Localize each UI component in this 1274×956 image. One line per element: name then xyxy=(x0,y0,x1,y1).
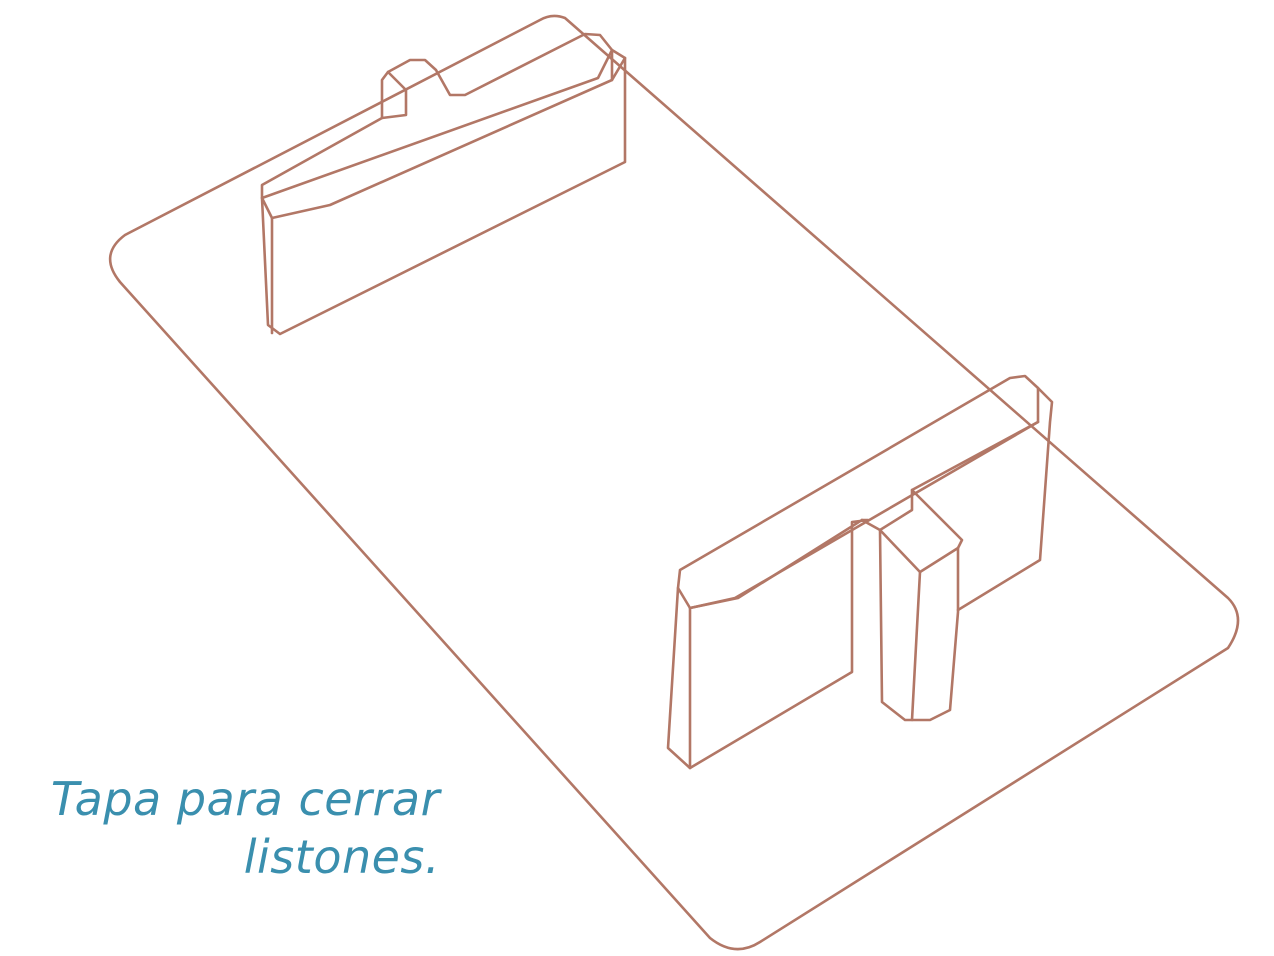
bottom-rail-tab-top xyxy=(860,420,1040,532)
bottom-rail-top-face xyxy=(676,374,1040,610)
caption: Tapa para cerrar listones. xyxy=(0,770,440,886)
base-plate xyxy=(108,14,1240,951)
top-rail xyxy=(260,32,627,336)
top-rail-front-face xyxy=(260,48,627,336)
bottom-rail-tab-side xyxy=(910,570,922,722)
top-rail-edge xyxy=(610,56,627,82)
caption-line-1: Tapa para cerrar xyxy=(50,772,440,826)
top-rail-tab xyxy=(380,70,408,120)
bottom-rail-back-face xyxy=(956,386,1054,612)
top-rail-top-face xyxy=(260,32,614,220)
bottom-rail-tab-front xyxy=(878,528,960,722)
bottom-rail-front-face xyxy=(666,518,870,770)
bottom-rail xyxy=(666,374,1054,770)
bottom-rail-tab-notch xyxy=(910,488,964,550)
caption-line-2: listones. xyxy=(243,830,440,884)
